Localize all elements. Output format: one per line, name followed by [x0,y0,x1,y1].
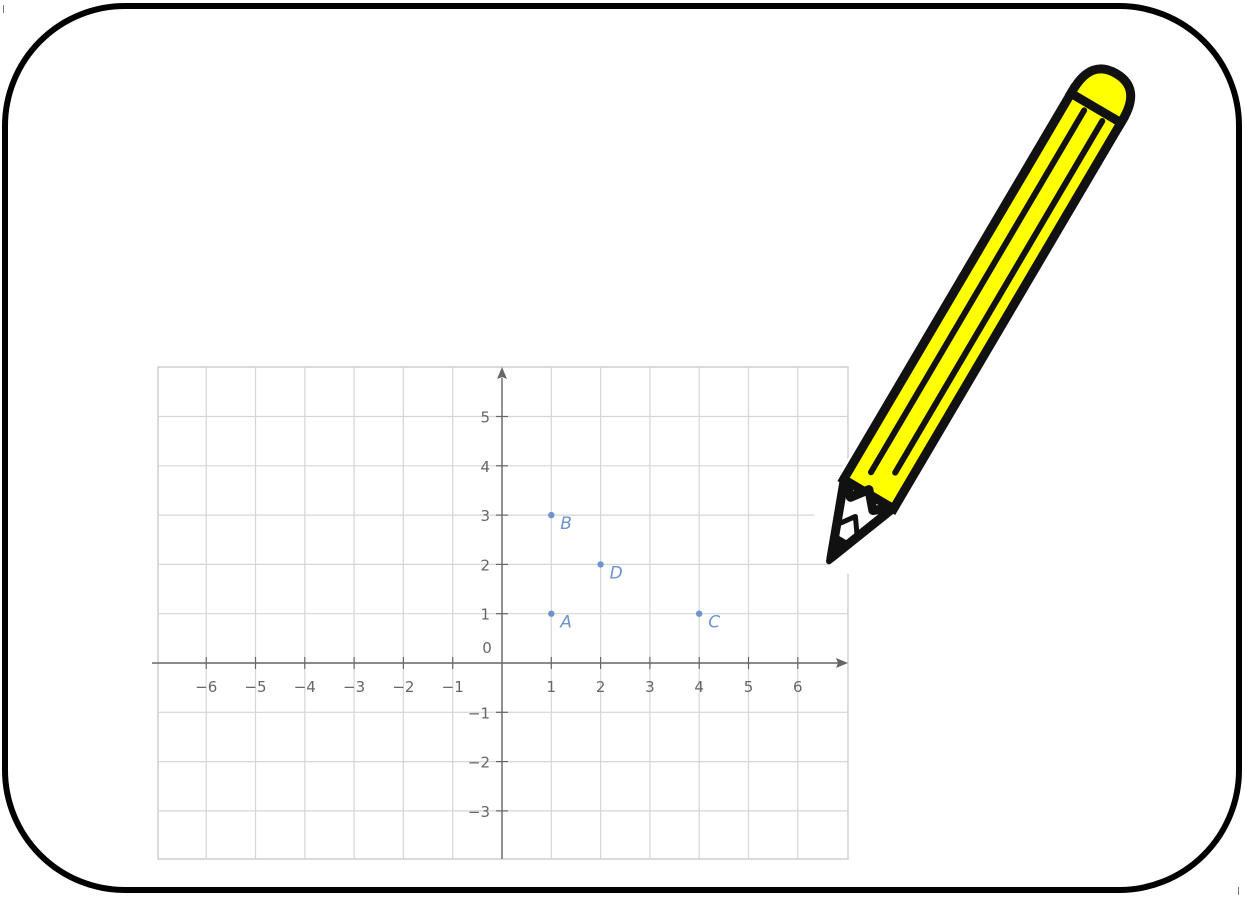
x-tick-label: −3 [343,678,365,696]
x-tick-label: −5 [244,678,266,696]
axes [152,367,848,859]
corner-mark [3,5,4,13]
origin-label: 0 [482,639,492,657]
point-c: C [696,610,720,633]
x-axis-arrow [836,658,848,668]
y-axis-arrow [497,367,507,379]
x-tick-label: 1 [547,678,557,696]
x-tick-label: 3 [645,678,655,696]
coordinate-plane: −6 −5 −4 −3 −2 −1 1 2 3 4 5 6 5 4 3 2 1 −1 −2 −3 0 A B C D [152,366,849,860]
point-marker [548,511,555,519]
point-label: C [708,613,720,633]
y-tick-label: −2 [468,754,490,772]
point-marker [597,561,604,568]
x-tick-label: −6 [195,678,217,696]
x-tick-label: −1 [442,678,464,696]
x-tick-labels: −6 −5 −4 −3 −2 −1 1 2 3 4 5 6 [195,678,802,696]
x-tick-label: 6 [793,678,803,696]
pencil-icon [803,60,1142,575]
y-tick-label: −1 [468,704,490,722]
x-tick-label: 2 [596,678,606,696]
y-tick-label: 1 [480,606,490,624]
point-b: B [548,511,572,534]
x-tick-label: −4 [294,678,316,696]
point-label: B [560,514,572,534]
point-label: D [610,563,623,583]
y-tick-label: 4 [480,458,490,476]
x-tick-label: 4 [694,678,704,696]
point-a: A [548,610,572,633]
corner-mark [1238,887,1239,895]
y-tick-label: 5 [480,409,490,427]
x-tick-label: 5 [744,678,754,696]
y-tick-label: −3 [468,803,490,821]
plotted-points: A B C D [548,511,720,633]
x-tick-label: −2 [392,678,414,696]
y-tick-label: 2 [480,556,490,574]
point-label: A [559,613,572,633]
point-marker [548,610,555,617]
y-tick-labels: 5 4 3 2 1 −1 −2 −3 [468,409,490,821]
point-marker [696,610,703,617]
grid-border [157,366,849,860]
point-d: D [597,561,623,583]
y-tick-label: 3 [480,507,490,525]
